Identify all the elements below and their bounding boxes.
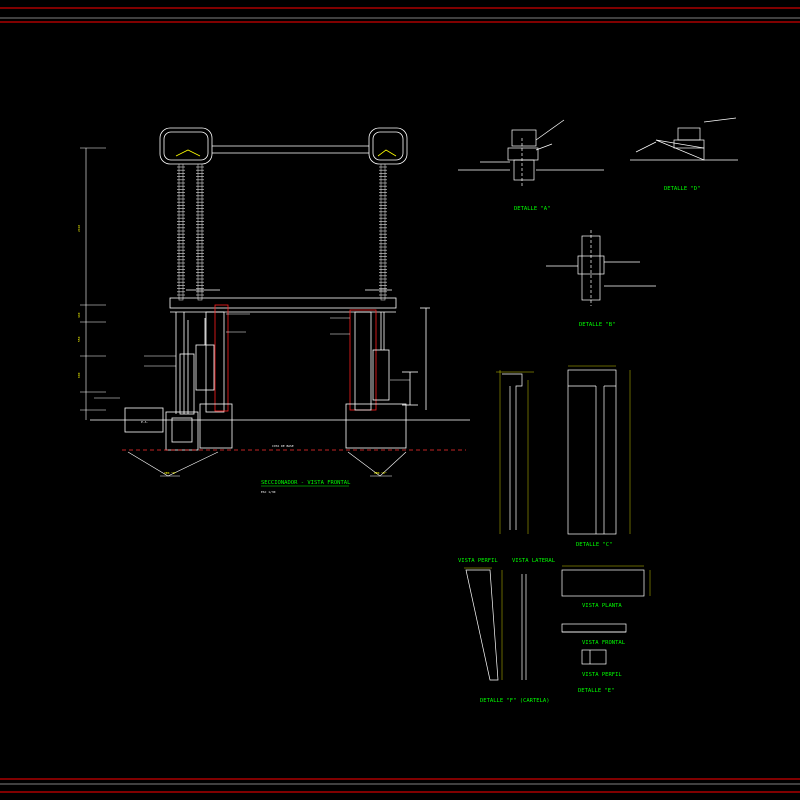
- structure-annotations: [94, 313, 410, 399]
- detail-e-title: DETALLE "E": [578, 688, 614, 694]
- callout-d-label-right: VER "D": [374, 471, 387, 475]
- dim-label: 2410: [77, 225, 81, 232]
- vista-planta-title: VISTA PLANTA: [582, 603, 622, 609]
- detail-e: [561, 565, 651, 665]
- scale-label: ESC 1/30: [261, 490, 276, 494]
- top-blade: [159, 127, 408, 165]
- detail-c-title: DETALLE "C": [576, 542, 612, 548]
- left-support-column: [175, 304, 229, 415]
- detail-b: [546, 230, 656, 306]
- detail-c: [496, 365, 631, 535]
- disconnector-front-view: 2410 340 550 600: [77, 127, 470, 494]
- left-dimension-chain: [80, 147, 106, 420]
- detail-d-title: DETALLE "D": [664, 186, 700, 192]
- detail-a-title: DETALLE "A": [514, 206, 550, 212]
- vista-frontal-title: VISTA FRONTAL: [582, 640, 626, 646]
- insulator-left-1: [177, 163, 185, 301]
- base-beam: [169, 289, 397, 313]
- ground-level-label: COTA DE BASE: [272, 444, 294, 448]
- insulator-right: [379, 163, 387, 301]
- detail-f: [464, 567, 527, 681]
- right-support-column: [349, 309, 390, 411]
- sheet-frame: [0, 7, 800, 793]
- detail-b-title: DETALLE "B": [579, 322, 615, 328]
- dim-label: 340: [77, 312, 81, 318]
- pa-box-label: P.A.: [141, 420, 148, 424]
- callout-d-label: VER "D": [164, 471, 177, 475]
- detail-f-title: DETALLE "F" (CARTELA): [480, 698, 550, 704]
- detail-leaders: [127, 451, 407, 477]
- dim-label: 600: [77, 372, 81, 378]
- vista-perfil-title-1: VISTA PERFIL: [458, 558, 498, 564]
- detail-a: [458, 119, 604, 186]
- insulator-left-2: [196, 163, 204, 301]
- main-view-title: SECCIONADOR - VISTA FRONTAL: [261, 480, 351, 486]
- vista-lateral-title: VISTA LATERAL: [512, 558, 556, 564]
- foundations: [90, 307, 470, 451]
- detail-d: [630, 117, 738, 161]
- dim-label: 550: [77, 336, 81, 342]
- vista-perfil-title-2: VISTA PERFIL: [582, 672, 622, 678]
